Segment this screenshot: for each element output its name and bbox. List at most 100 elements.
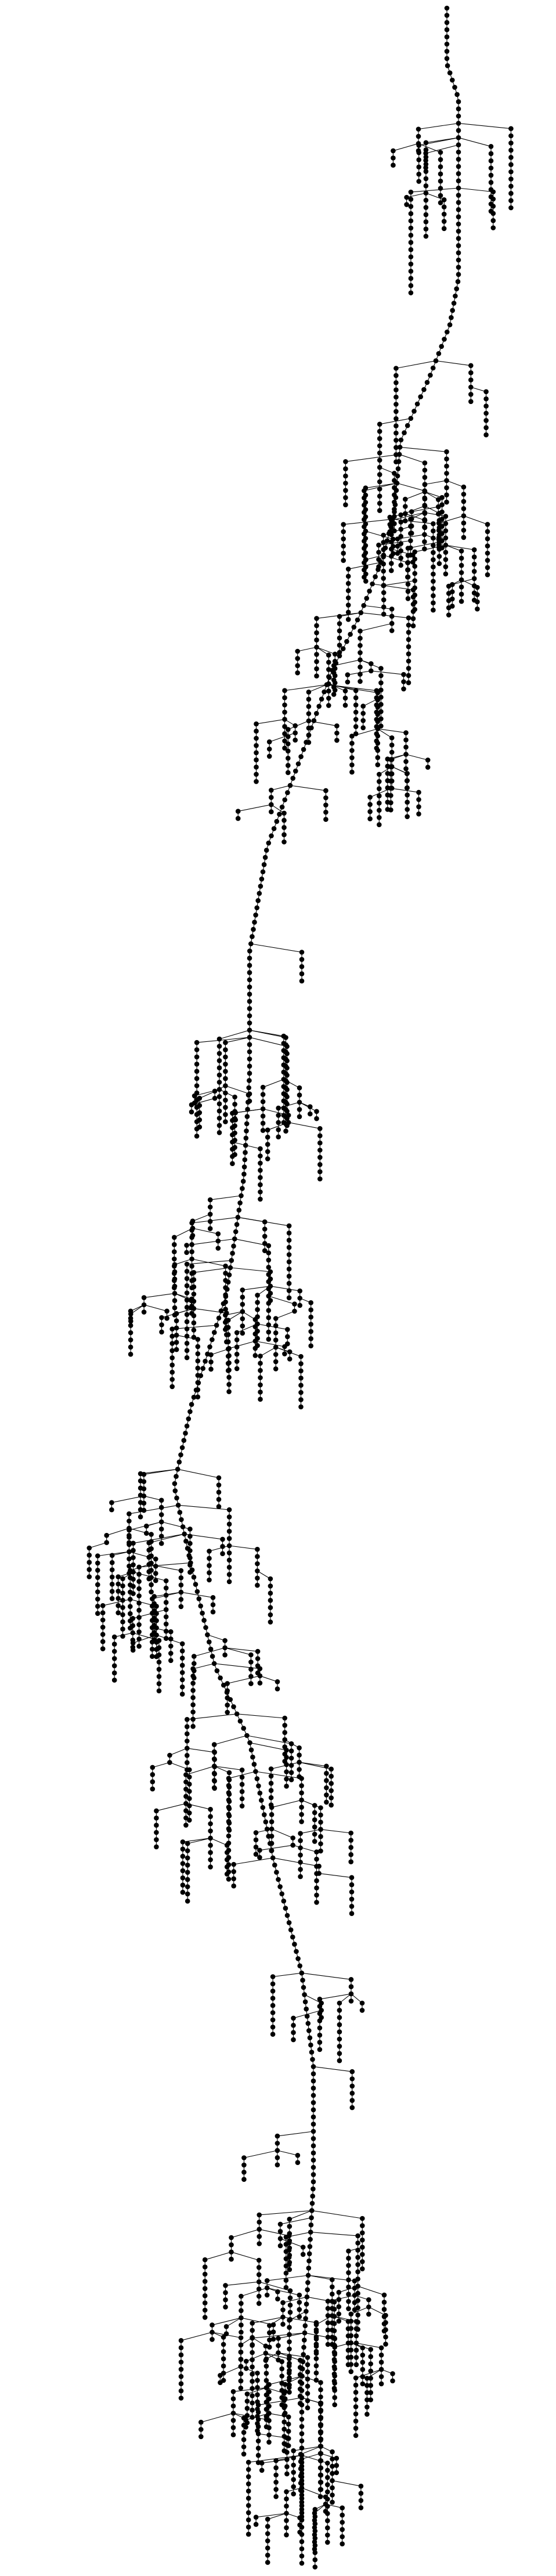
tree-node (130, 1630, 136, 1636)
tree-edge (193, 1267, 230, 1273)
tree-node (381, 554, 386, 560)
tree-node (299, 978, 305, 984)
tree-node (254, 764, 259, 770)
tree-node (364, 2383, 370, 2389)
tree-node (270, 2017, 276, 2023)
tree-node (306, 718, 312, 724)
tree-node (348, 1838, 353, 1843)
tree-node (195, 1394, 201, 1399)
tree-node (377, 428, 382, 434)
tree-node (393, 423, 399, 428)
tree-node (433, 358, 439, 363)
tree-node (412, 564, 417, 569)
tree-node (286, 1295, 292, 1301)
tree-node (252, 1338, 258, 1344)
tree-node (416, 143, 421, 148)
tree-node (109, 1567, 115, 1572)
tree-node (141, 1295, 147, 1300)
tree-node (225, 1709, 230, 1715)
tree-node (247, 955, 252, 961)
tree-node (337, 650, 342, 655)
tree-edge (435, 360, 471, 366)
tree-node (378, 2345, 384, 2351)
tree-node (226, 1855, 232, 1860)
tree-node (109, 1553, 115, 1558)
tree-node (127, 1549, 132, 1554)
tree-node (485, 529, 490, 535)
tree-node (243, 2417, 248, 2423)
tree-node (326, 681, 331, 687)
tree-node (353, 2319, 359, 2324)
tree-node (398, 555, 403, 561)
tree-node (172, 1283, 178, 1289)
tree-node (287, 2390, 292, 2395)
tree-node (211, 1742, 217, 1747)
tree-node (131, 1540, 136, 1546)
tree-node (381, 597, 387, 602)
tree-node (178, 1568, 184, 1574)
tree-node (358, 672, 363, 677)
tree-node (127, 1518, 132, 1524)
tree-edge (391, 788, 419, 793)
tree-node (243, 2425, 248, 2430)
tree-node (378, 2366, 384, 2372)
tree-edge (439, 515, 464, 524)
tree-node (194, 1098, 200, 1103)
tree-node (360, 2266, 365, 2272)
tree-node (416, 804, 421, 810)
tree-node (383, 2342, 388, 2347)
tree-node (288, 1927, 294, 1933)
tree-node (184, 1312, 190, 1317)
tree-node (287, 2339, 292, 2344)
tree-node (483, 432, 489, 438)
tree-edge (406, 193, 427, 198)
tree-node (169, 1384, 175, 1390)
tree-node (128, 1318, 133, 1324)
tree-node (422, 546, 427, 551)
tree-node (154, 1823, 159, 1828)
tree-node (408, 269, 414, 274)
tree-node (468, 377, 474, 383)
tree-node (444, 456, 449, 461)
tree-node (266, 2425, 272, 2430)
tree-edge (256, 719, 285, 724)
tree-node (185, 1731, 190, 1737)
tree-node (398, 519, 403, 525)
tree-edge (172, 1325, 217, 1330)
tree-node (488, 180, 494, 185)
tree-node (431, 586, 436, 591)
tree-node (190, 1716, 196, 1722)
tree-node (286, 2422, 291, 2427)
tree-node (288, 1763, 294, 1768)
tree-node (298, 1404, 304, 1410)
tree-edge (225, 1647, 258, 1652)
tree-node (247, 1070, 252, 1076)
tree-node (174, 1495, 179, 1501)
tree-node (326, 674, 331, 680)
tree-node (353, 724, 359, 730)
tree-node (325, 2327, 331, 2333)
tree-node (308, 1307, 313, 1312)
tree-node (191, 1277, 197, 1282)
tree-node (297, 1745, 302, 1751)
tree-node (311, 2158, 316, 2163)
tree-node (302, 2337, 307, 2343)
tree-node (353, 2340, 359, 2346)
tree-node (368, 2383, 373, 2389)
tree-node (304, 2308, 309, 2314)
tree-node (187, 1409, 193, 1415)
tree-node (317, 1169, 323, 1174)
tree-node (439, 531, 445, 536)
tree-node (337, 2000, 342, 2006)
tree-node (358, 679, 363, 684)
tree-node (456, 236, 461, 241)
tree-node (377, 807, 382, 813)
tree-node (325, 2342, 331, 2347)
tree-node (485, 522, 490, 527)
tree-node (275, 2148, 280, 2153)
tree-edge (392, 518, 434, 524)
tree-node (128, 1604, 133, 1609)
tree-node (263, 847, 269, 853)
tree-edge (276, 1311, 295, 1319)
tree-node (408, 416, 414, 421)
